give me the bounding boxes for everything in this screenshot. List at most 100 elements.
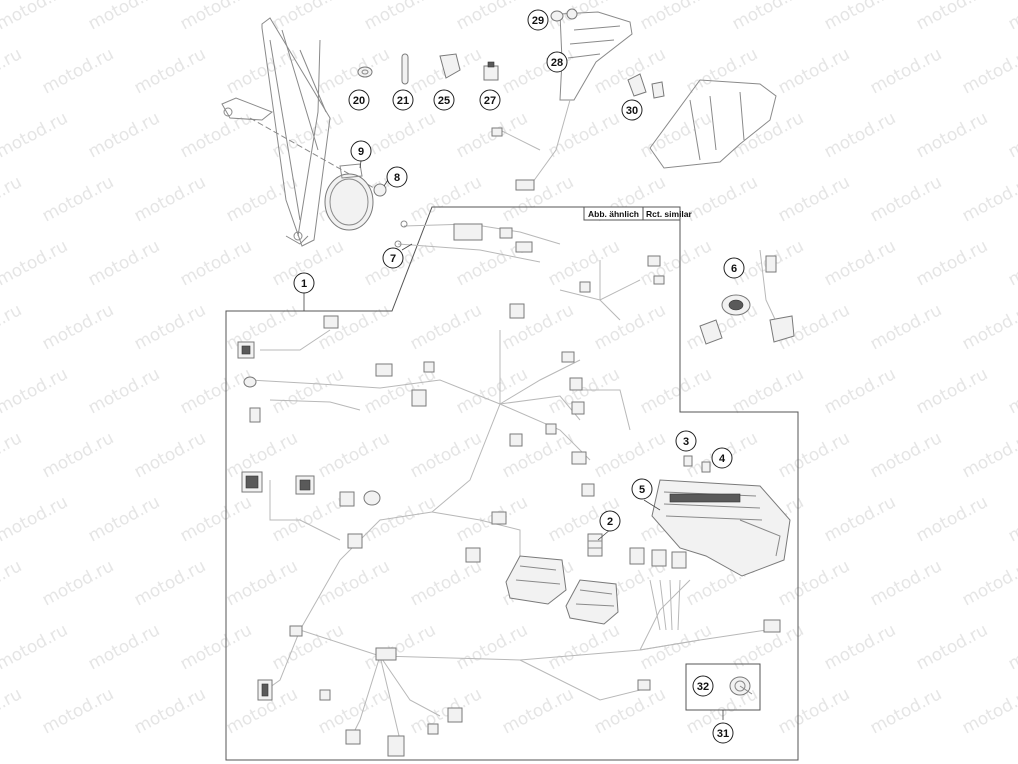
callout-6: 6 [723,257,745,279]
watermark-text: motod.ru [775,428,853,482]
callout-label: 20 [353,95,365,107]
callout-circle [293,272,315,294]
callout-21: 21 [392,89,414,111]
note-de: Abb. ähnlich [588,209,639,219]
watermark-text: motod.ru [131,684,209,738]
part-30-holder [627,73,777,169]
callout-label: 27 [484,95,496,107]
watermark-text: motod.ru [315,428,393,482]
watermark-text: motod.ru [269,620,347,674]
watermark-text: motod.ru [1005,236,1018,290]
callout-label: 2 [607,516,613,528]
callout-2: 2 [599,510,621,532]
part-29-grommet [550,8,578,22]
callout-label: 29 [532,15,544,27]
watermark-text: motod.ru [0,172,25,226]
watermark-text: motod.ru [39,300,117,354]
watermark-text: motod.ru [0,428,25,482]
watermark-text: motod.ru [407,172,485,226]
watermark-text: motod.ru [775,44,853,98]
relay-row [629,547,687,569]
watermark-text: motod.ru [39,172,117,226]
watermark-text: motod.ru [223,556,301,610]
watermark-text: motod.ru [637,620,715,674]
watermark-text: motod.ru [959,428,1018,482]
callout-29: 29 [527,9,549,31]
watermark-text: motod.ru [959,300,1018,354]
part-5-fuse-box [651,479,791,577]
watermark-text: motod.ru [913,620,991,674]
callout-label: 32 [697,681,709,693]
watermark-text: motod.ru [867,684,945,738]
callout-9: 9 [350,140,372,162]
callout-30: 30 [621,99,643,121]
part-4-fuse [701,461,711,473]
watermark-text: motod.ru [0,236,71,290]
watermark-text: motod.ru [39,44,117,98]
part-3-fuse [683,455,693,467]
note-en: Rct. similar [646,209,693,219]
watermark-text: motod.ru [591,300,669,354]
watermark-text: motod.ru [1005,108,1018,162]
watermark-text: motod.ru [177,364,255,418]
watermark-text: motod.ru [683,172,761,226]
watermark-text: motod.ru [407,300,485,354]
watermark-text: motod.ru [177,492,255,546]
watermark-text: motod.ru [913,108,991,162]
watermark-text: motod.ru [637,0,715,34]
callout-circle [392,89,414,111]
watermark-text: motod.ru [177,620,255,674]
main-assembly-frame [225,206,799,761]
watermark-text: motod.ru [223,172,301,226]
watermark-text: motod.ru [0,364,71,418]
watermark-text: motod.ru [361,0,439,34]
callout-label: 6 [731,263,737,275]
watermark-text: motod.ru [0,556,25,610]
reflector-disc [324,163,387,231]
watermark-text: motod.ru [85,492,163,546]
callout-label: 21 [397,95,409,107]
callout-label: 28 [551,57,563,69]
control-module-left [505,555,567,605]
callout-circle [631,478,653,500]
part-25-clip [439,53,461,79]
watermark-text: motod.ru [913,492,991,546]
watermark-text: motod.ru [775,684,853,738]
part-21-pin [401,53,409,85]
callout-25: 25 [433,89,455,111]
watermark-text: motod.ru [0,44,25,98]
callout-1: 1 [293,272,315,294]
watermark-text: motod.ru [453,0,531,34]
callout-circle [723,257,745,279]
callout-5: 5 [631,478,653,500]
watermark-text: motod.ru [499,44,577,98]
watermark-text: motod.ru [545,620,623,674]
callout-28: 28 [546,51,568,73]
callout-label: 8 [394,172,400,184]
callout-circle [433,89,455,111]
watermark-text: motod.ru [913,0,991,34]
watermark-text: motod.ru [223,44,301,98]
watermark-text: motod.ru [131,428,209,482]
watermark-text: motod.ru [1005,364,1018,418]
watermark-text: motod.ru [729,364,807,418]
watermark-text: motod.ru [131,300,209,354]
callout-3: 3 [675,430,697,452]
watermark-text: motod.ru [821,236,899,290]
watermark-text: motod.ru [131,556,209,610]
part-20-nut [357,66,373,78]
watermark-text: motod.ru [0,492,71,546]
watermark-text: motod.ru [591,428,669,482]
watermark-text: motod.ru [499,172,577,226]
watermark-text: motod.ru [407,428,485,482]
watermark-text: motod.ru [0,684,25,738]
callout-31: 31 [712,722,734,744]
watermark-text: motod.ru [821,108,899,162]
watermark-text: motod.ru [177,108,255,162]
watermark-text: motod.ru [85,0,163,34]
watermark-text: motod.ru [913,364,991,418]
watermark-text: motod.ru [867,556,945,610]
callout-circle [527,9,549,31]
watermark-text: motod.ru [0,620,71,674]
watermark-text: motod.ru [821,364,899,418]
